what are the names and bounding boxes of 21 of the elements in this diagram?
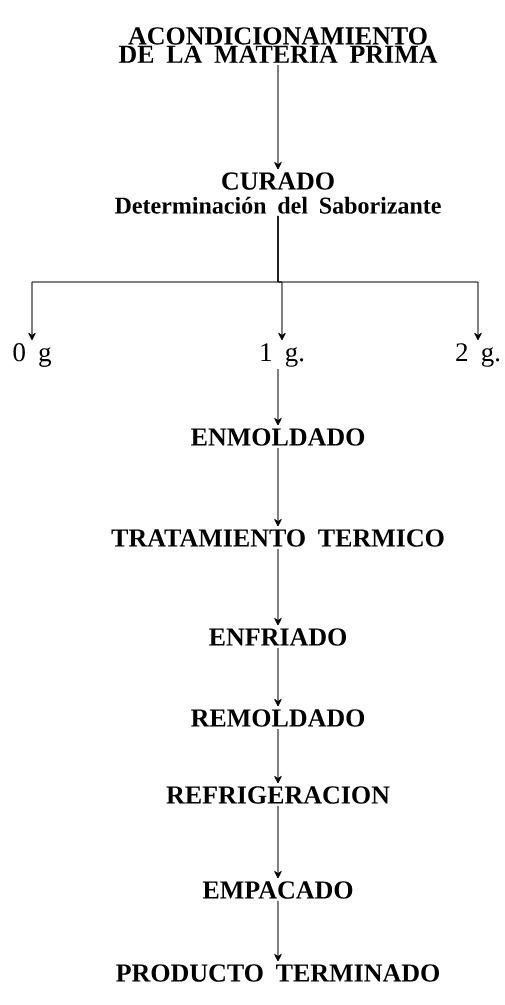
arrow	[274, 368, 282, 426]
arrow	[274, 728, 282, 784]
quantity-label: 0 g	[13, 343, 52, 367]
arrow	[274, 548, 282, 626]
arrow	[274, 900, 282, 962]
step-label: ENMOLDADO	[191, 428, 365, 446]
arrow	[274, 447, 282, 527]
arrow	[274, 647, 282, 707]
arrow	[277, 215, 482, 341]
step-label: REMOLDADO	[191, 709, 365, 727]
arrow	[274, 64, 282, 170]
step-label: ENFRIADO	[209, 628, 347, 646]
quantity-label: 2 g.	[456, 343, 500, 367]
arrow	[274, 805, 282, 879]
step-label: REFRIGERACION	[166, 786, 390, 804]
step-label: ACONDICIONAMIENTO DE LA MATERIA PRIMA	[118, 27, 438, 63]
step-label: EMPACADO	[202, 881, 353, 899]
step-label: TRATAMIENTO TERMICO	[111, 529, 444, 547]
step-label: CURADO Determinación del Saborizante	[115, 172, 441, 214]
quantity-label: 1 g.	[261, 343, 304, 367]
step-label: PRODUCTO TERMINADO	[116, 964, 439, 982]
